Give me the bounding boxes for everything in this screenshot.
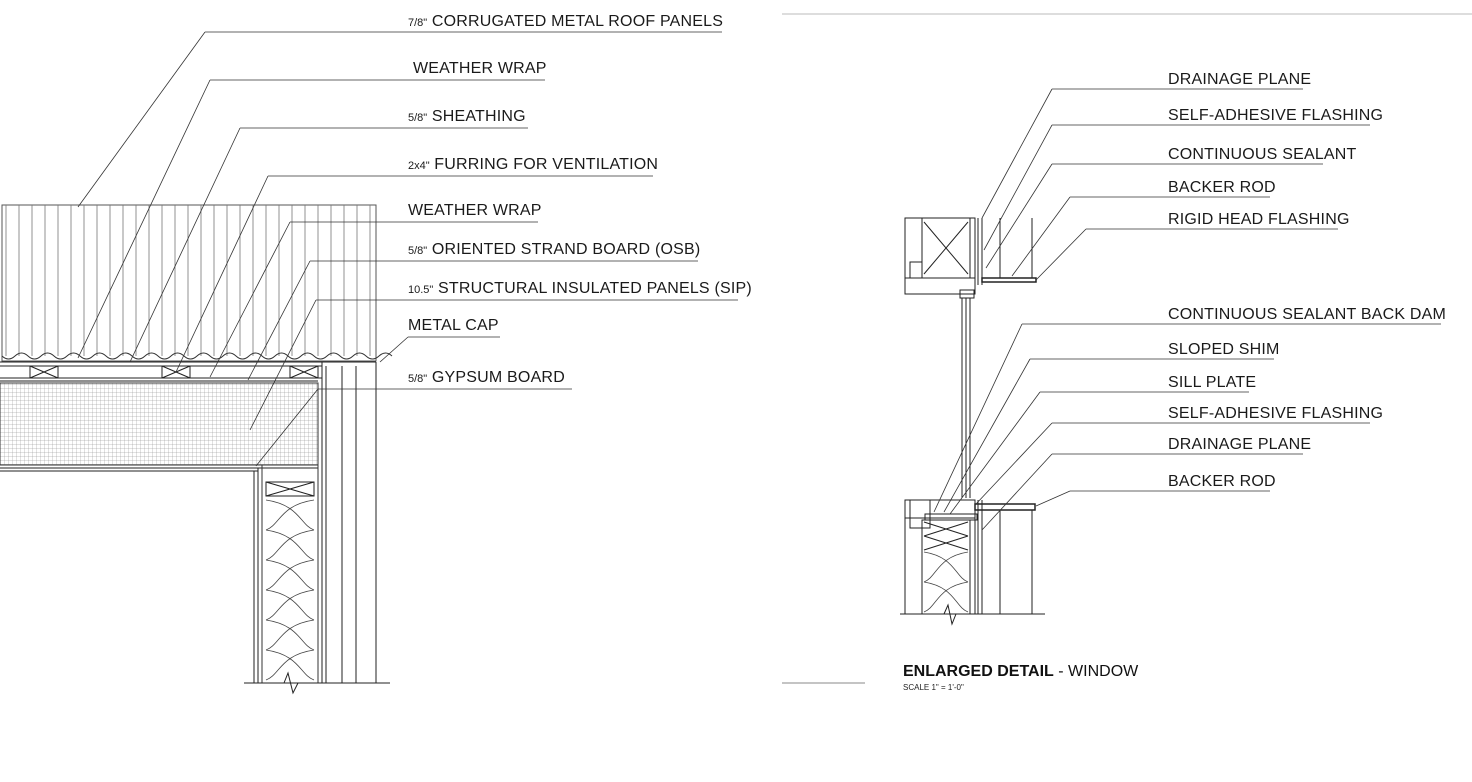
- leader-line: [77, 79, 211, 359]
- roof-label-weather-wrap-1: WEATHER WRAP: [413, 60, 547, 78]
- head-label-backer-rod: BACKER ROD: [1168, 179, 1276, 196]
- roof-label-sheathing: 5/8" SHEATHING: [408, 108, 526, 127]
- head-trim: [909, 261, 923, 279]
- label-text: WEATHER WRAP: [413, 60, 547, 77]
- sill-label-backer-rod: BACKER ROD: [1168, 473, 1276, 490]
- sill-flashing: [974, 503, 1036, 511]
- label-text: WEATHER WRAP: [408, 202, 542, 219]
- label-prefix: 7/8": [408, 17, 428, 29]
- label-prefix: 5/8": [408, 112, 428, 124]
- furring-x: [29, 365, 59, 379]
- detail-title-rest: - WINDOW: [1053, 663, 1139, 680]
- leader-line: [933, 323, 1023, 513]
- head-label-rigid-head-flashing: RIGID HEAD FLASHING: [1168, 211, 1350, 228]
- leader-line: [975, 422, 1053, 505]
- label-text: STRUCTURAL INSULATED PANELS (SIP): [437, 280, 752, 297]
- label-text: ORIENTED STRAND BOARD (OSB): [431, 241, 701, 258]
- wall-top-plate: [265, 481, 315, 497]
- sill-label-sloped-shim: SLOPED SHIM: [1168, 341, 1280, 358]
- furring-box: [289, 365, 319, 379]
- roof-label-osb: 5/8" ORIENTED STRAND BOARD (OSB): [408, 241, 700, 260]
- leader-line: [985, 163, 1053, 269]
- sip-wall-panel: [261, 464, 319, 684]
- head-flashing: [981, 277, 1037, 283]
- roof-label-weather-wrap-2: WEATHER WRAP: [408, 202, 542, 220]
- furring-boxes: [29, 365, 319, 379]
- leader-line: [249, 299, 317, 431]
- sip-roof-panel: [0, 382, 319, 466]
- window-leaders: [933, 88, 1441, 531]
- insulation-x: [923, 221, 969, 275]
- head-label-continuous-sealant: CONTINUOUS SEALANT: [1168, 146, 1357, 163]
- roof-wall-detail: [0, 31, 738, 695]
- sill-frame: [904, 499, 976, 519]
- wall-insulation: [265, 481, 315, 681]
- leader-line: [981, 453, 1053, 531]
- head-wall: [904, 217, 976, 279]
- leader-line: [943, 358, 1031, 513]
- leader-line: [209, 221, 291, 378]
- sill-insulation-x: [923, 521, 969, 613]
- sill-label-self-adhesive-flashing: SELF-ADHESIVE FLASHING: [1168, 405, 1384, 422]
- label-text: CORRUGATED METAL ROOF PANELS: [431, 13, 724, 30]
- leader-line: [247, 260, 311, 381]
- head-frame: [904, 277, 976, 295]
- leader-line: [77, 31, 206, 208]
- label-text: METAL CAP: [408, 317, 499, 334]
- leader-line: [981, 88, 1053, 219]
- leader-line: [255, 388, 319, 467]
- label-text: GYPSUM BOARD: [431, 369, 565, 386]
- furring-box: [29, 365, 59, 379]
- leader-line: [1011, 196, 1071, 277]
- wall-batt-insulation: [265, 499, 315, 681]
- furring-box: [161, 365, 191, 379]
- roof-label-gypsum: 5/8" GYPSUM BOARD: [408, 369, 565, 388]
- wall-plate-x: [265, 481, 315, 497]
- head-label-self-adhesive-flashing: SELF-ADHESIVE FLASHING: [1168, 107, 1384, 124]
- break-mark: [283, 671, 299, 695]
- leader-line: [983, 124, 1053, 251]
- roof-label-roof-panels: 7/8" CORRUGATED METAL ROOF PANELS: [408, 13, 723, 32]
- head-label-drainage-plane: DRAINAGE PLANE: [1168, 71, 1312, 88]
- detail-title-bold: ENLARGED DETAIL: [903, 663, 1054, 680]
- leader-line: [949, 391, 1041, 515]
- leader-line: [1035, 490, 1071, 507]
- furring-x: [289, 365, 319, 379]
- insulation-x: [923, 521, 969, 537]
- leader-line: [1035, 228, 1087, 281]
- leader-line: [175, 175, 269, 373]
- roof-label-furring: 2x4" FURRING FOR VENTILATION: [408, 156, 658, 175]
- detail-title: ENLARGED DETAIL - WINDOW: [903, 663, 1138, 681]
- leader-line: [129, 127, 241, 363]
- detail-scale: SCALE 1" = 1'-0": [903, 683, 964, 692]
- corrugation-lines: [5, 205, 371, 356]
- head-insulation-x: [923, 221, 969, 275]
- sill-label-sill-plate: SILL PLATE: [1168, 374, 1257, 391]
- insulation-x: [923, 535, 969, 551]
- window-detail: [782, 13, 1472, 684]
- label-prefix: 10.5": [408, 284, 434, 296]
- roof-label-sip: 10.5" STRUCTURAL INSULATED PANELS (SIP): [408, 280, 752, 299]
- sill-label-drainage-plane: DRAINAGE PLANE: [1168, 436, 1312, 453]
- roof-leaders: [77, 31, 738, 467]
- label-text: SHEATHING: [431, 108, 526, 125]
- label-prefix: 5/8": [408, 373, 428, 385]
- corrugation-wave: [1, 352, 393, 360]
- roof-panels: [1, 204, 377, 362]
- head-jamb: [959, 289, 975, 299]
- sill-label-back-dam: CONTINUOUS SEALANT BACK DAM: [1168, 306, 1447, 323]
- leader-line: [379, 336, 409, 363]
- sill-break-mark: [943, 603, 957, 626]
- label-text: FURRING FOR VENTILATION: [434, 156, 659, 173]
- sill-plate: [924, 513, 978, 521]
- label-prefix: 2x4": [408, 160, 430, 172]
- sill-batt-insulation: [923, 551, 969, 613]
- label-prefix: 5/8": [408, 245, 428, 257]
- roof-label-metal-cap: METAL CAP: [408, 317, 499, 335]
